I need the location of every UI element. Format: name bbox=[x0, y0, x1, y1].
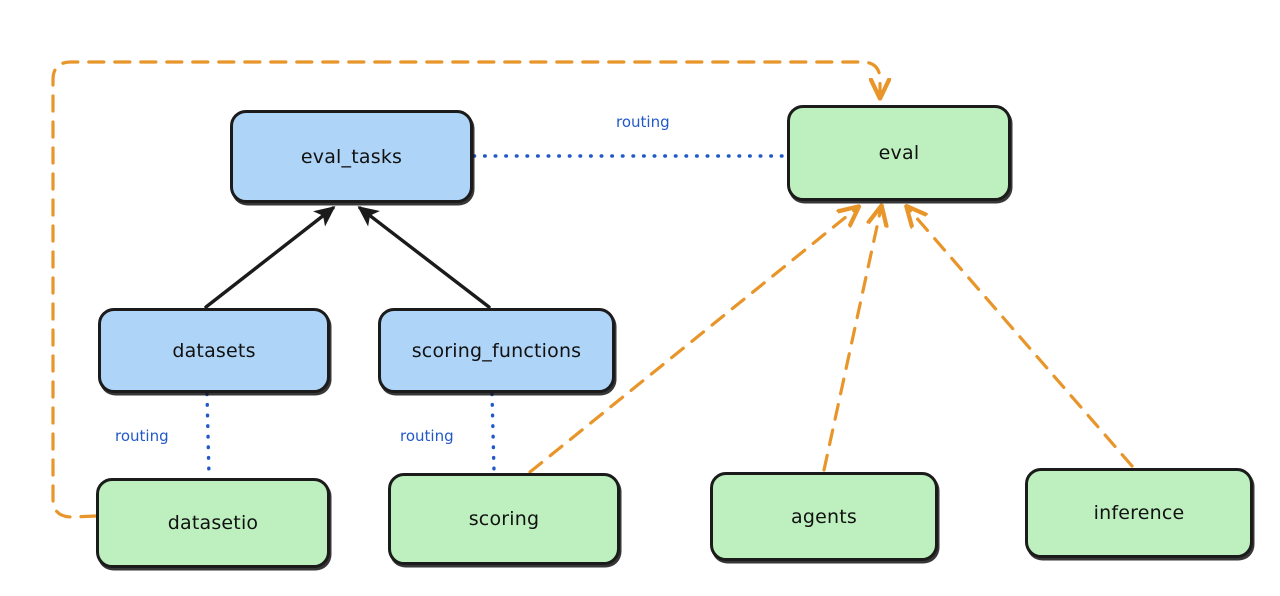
edge-datasetio-eval bbox=[51, 60, 880, 519]
node-label: scoring_functions bbox=[411, 339, 582, 362]
node-label: datasets bbox=[172, 339, 256, 362]
node-scoring[interactable]: scoring bbox=[388, 473, 620, 565]
node-datasetio[interactable]: datasetio bbox=[96, 478, 330, 568]
edge-scoring-eval bbox=[528, 208, 857, 474]
edge-scoring-functions-scoring bbox=[490, 392, 496, 473]
node-eval[interactable]: eval bbox=[787, 105, 1011, 201]
node-agents[interactable]: agents bbox=[710, 472, 938, 561]
node-label: scoring bbox=[468, 508, 540, 530]
edge-inference-eval bbox=[908, 208, 1134, 468]
edge-datasets-eval-tasks bbox=[204, 206, 336, 309]
edge-label-routing-scoring: routing bbox=[397, 427, 457, 445]
node-label: eval bbox=[878, 142, 920, 164]
node-inference[interactable]: inference bbox=[1025, 468, 1253, 558]
edge-datasets-datasetio bbox=[205, 392, 211, 478]
node-datasets[interactable]: datasets bbox=[98, 308, 330, 393]
edge-agents-eval bbox=[822, 208, 881, 472]
node-eval-tasks[interactable]: eval_tasks bbox=[230, 110, 473, 203]
node-label: datasetio bbox=[167, 512, 259, 534]
node-scoring-functions[interactable]: scoring_functions bbox=[378, 308, 615, 393]
edge-scoring-functions-eval-tasks bbox=[357, 206, 491, 309]
node-label: inference bbox=[1093, 502, 1185, 524]
edge-label-routing-datasetio: routing bbox=[112, 427, 172, 445]
node-label: eval_tasks bbox=[300, 145, 403, 168]
edge-label-routing-eval: routing bbox=[613, 113, 673, 131]
node-label: agents bbox=[791, 505, 857, 528]
